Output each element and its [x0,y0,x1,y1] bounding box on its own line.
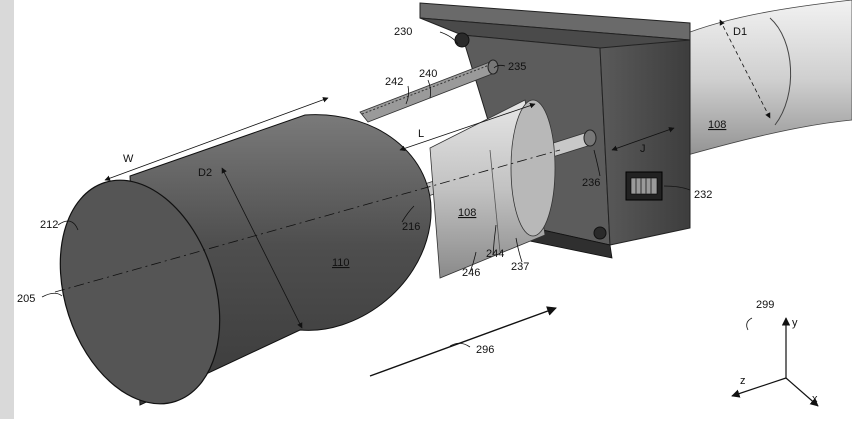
label-232: 232 [694,189,712,201]
label-108-pipe: 108 [708,119,726,131]
label-l: L [418,128,424,140]
axis-label-z: z [740,375,746,387]
leader-lines [41,31,753,348]
label-299: 299 [756,299,774,311]
pipe-108 [669,0,852,161]
label-212: 212 [40,219,58,231]
label-d2: D2 [198,167,212,179]
label-242: 242 [385,76,403,88]
label-246: 246 [462,267,480,279]
axis-label-y: y [792,317,798,329]
label-205: 205 [17,293,35,305]
label-w: W [123,153,134,165]
flow-arrow-296 [369,306,557,377]
page-edge-shade [0,0,14,419]
axis-label-x: x [812,393,818,405]
label-108-inner: 108 [458,207,476,219]
label-296: 296 [476,344,494,356]
label-237: 237 [511,261,529,273]
label-235: 235 [508,61,526,73]
dimension-d2 [221,167,303,329]
label-d1: D1 [733,26,747,38]
label-244: 244 [486,248,504,260]
dimension-j [611,127,675,151]
dimension-w [104,97,329,181]
label-236: 236 [582,177,600,189]
label-110: 110 [332,257,350,269]
label-230: 230 [394,26,412,38]
dimension-d1 [719,19,771,119]
label-216: 216 [402,221,420,233]
label-240: 240 [419,68,437,80]
connector-232 [625,171,663,201]
label-j: J [640,143,646,155]
dimension-l [399,102,536,152]
coordinate-axes [731,317,819,407]
